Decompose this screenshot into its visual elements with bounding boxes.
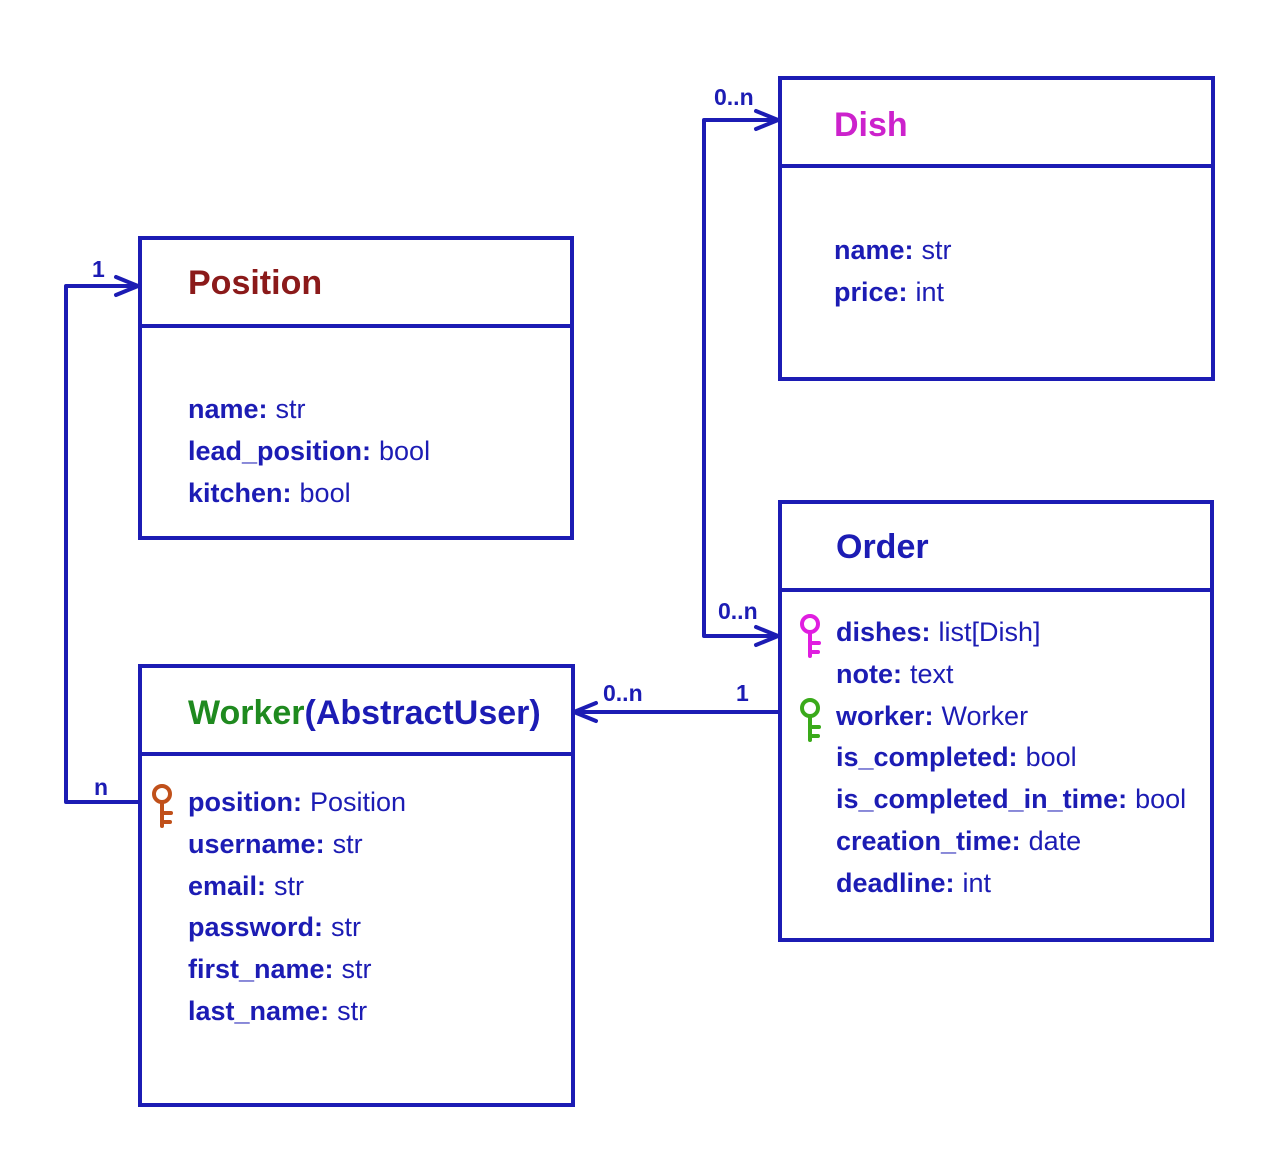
dish-entity: Dish name:str price:int: [778, 76, 1215, 381]
worker-field-last-name: last_name:str: [188, 995, 368, 1026]
worker-entity: Worker(AbstractUser) position:Position u…: [138, 664, 575, 1107]
position-entity: Position name:str lead_position:bool kit…: [138, 236, 574, 540]
order-title: Order: [836, 528, 929, 566]
dish-title: Dish: [834, 106, 908, 144]
position-fields: name:str lead_position:bool kitchen:bool: [188, 389, 430, 514]
worker-orders-multiplicity-label: 0..n: [603, 680, 643, 706]
dish-fields: name:str price:int: [834, 230, 952, 314]
orange-key-icon: [152, 784, 173, 828]
position-multiplicity-label: 1: [92, 256, 105, 282]
worker-field-first-name: first_name:str: [188, 954, 372, 985]
dish-field-name: name:str: [834, 235, 952, 265]
worker-field-username: username:str: [188, 828, 363, 859]
order-field-worker: worker:Worker: [800, 696, 1186, 742]
worker-multiplicity-label: n: [94, 774, 109, 800]
position-header: Position: [142, 240, 570, 328]
order-field-is-completed: is_completed:bool: [836, 742, 1077, 773]
order-fields: dishes:list[Dish] note:text worker:Worke…: [800, 612, 1187, 905]
position-field-kitchen: kitchen:bool: [188, 477, 351, 508]
worker-title: Worker(AbstractUser): [188, 694, 541, 733]
dish-field-price: price:int: [834, 276, 945, 307]
order-field-creation-time: creation_time:date: [836, 825, 1082, 856]
worker-field-password: password:str: [188, 912, 362, 943]
order-header: Order: [782, 504, 1210, 592]
worker-fields: position:Position username:str email:str…: [152, 782, 406, 1033]
order-worker-multiplicity-label: 1: [736, 680, 749, 706]
position-field-lead-position: lead_position:bool: [188, 435, 431, 466]
dish-multiplicity-label: 0..n: [714, 84, 754, 110]
magenta-key-icon: [800, 614, 821, 658]
worker-title-name: Worker: [188, 694, 305, 732]
order-field-is-completed-in-time: is_completed_in_time:bool: [836, 784, 1187, 815]
worker-header: Worker(AbstractUser): [142, 668, 571, 756]
dish-header: Dish: [782, 80, 1211, 168]
position-field-name: name:str: [188, 394, 306, 424]
order-dish-connector: [702, 109, 780, 647]
worker-field-position: position:Position: [152, 782, 406, 828]
order-dishes-multiplicity-label: 0..n: [718, 598, 758, 624]
worker-position-connector: [64, 275, 142, 804]
green-key-icon: [800, 697, 821, 742]
position-title: Position: [188, 264, 323, 302]
order-entity: Order dishes:list[Dish] note:text worker…: [778, 500, 1214, 942]
order-field-deadline: deadline:int: [836, 867, 992, 898]
worker-title-base: (AbstractUser): [304, 694, 541, 732]
order-field-note: note:text: [836, 658, 954, 689]
order-field-dishes: dishes:list[Dish]: [800, 612, 1186, 658]
worker-field-email: email:str: [188, 870, 305, 901]
